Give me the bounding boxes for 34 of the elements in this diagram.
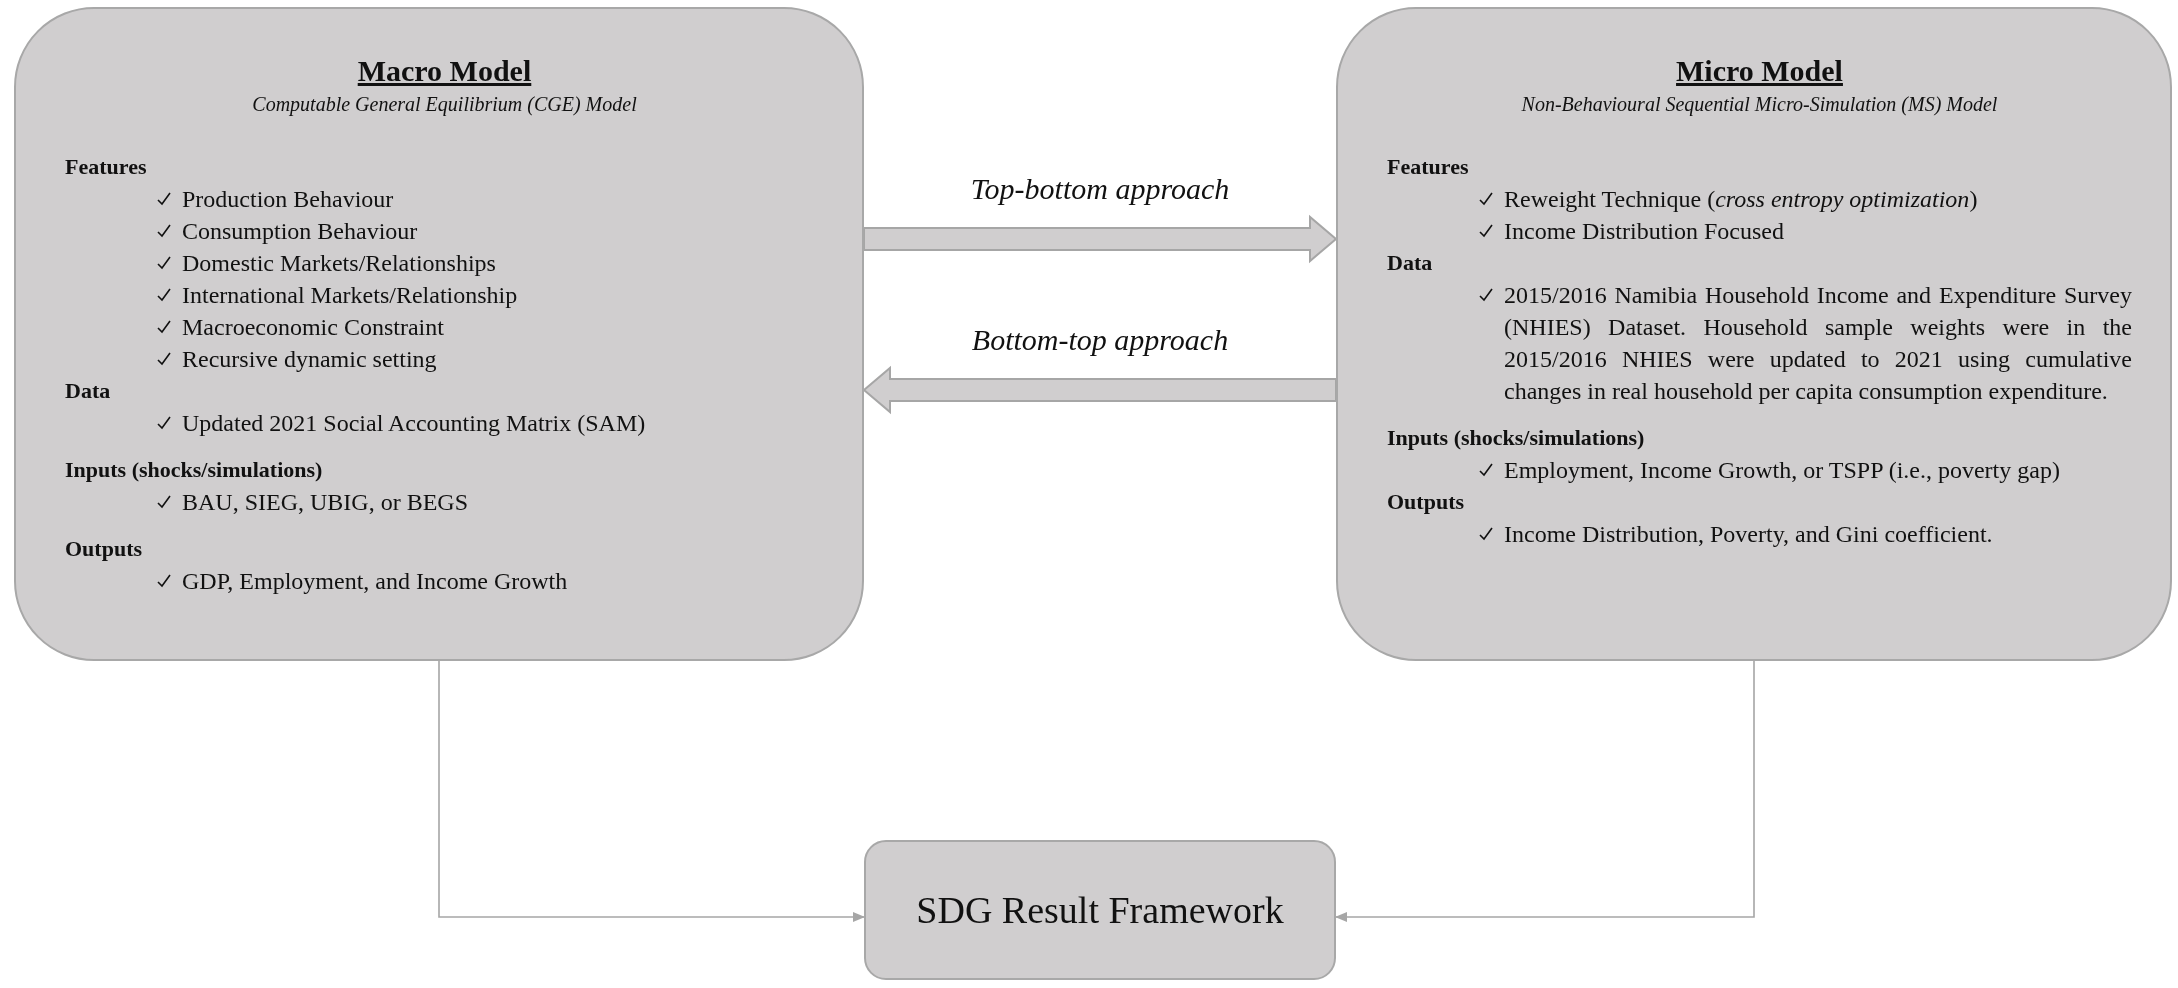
section-heading: Outputs [65, 535, 144, 563]
section-heading: Data [1387, 249, 1434, 277]
result-box [864, 840, 1336, 980]
list-item-text: Recursive dynamic setting [182, 345, 437, 374]
model-panel [1336, 7, 2172, 661]
section-heading: Features [1387, 153, 1470, 181]
list-item-text: Macroeconomic Constraint [182, 313, 444, 342]
block-arrow [863, 214, 1338, 264]
section-heading: Data [65, 377, 112, 405]
block-arrow [862, 365, 1337, 415]
panel-subtitle: Computable General Equilibrium (CGE) Model [251, 92, 638, 118]
list-item-text: Updated 2021 Social Accounting Matrix (SAM) [182, 409, 646, 438]
list-item-text: Employment, Income Growth, or TSPP (i.e., poverty gap) [1504, 456, 2060, 485]
list-item-text: BAU, SIEG, UBIG, or BEGS [182, 488, 468, 517]
list-item-text: Production Behaviour [182, 185, 394, 214]
list-item-text: Reweight Technique (cross entropy optimization) [1504, 185, 1978, 214]
connector-arrow [1335, 660, 1755, 922]
list-item-text: Income Distribution Focused [1504, 217, 1784, 246]
connector-arrow [438, 660, 865, 922]
section-heading: Inputs (shocks/simulations) [65, 456, 324, 484]
list-item-text: 2015/2016 Namibia Household Income and Expenditure Survey (NHIES) Dataset. Household sample weights were in the 2015/2016 NHIES were updated to 2021 using cumulative changes in real household per capita consumption expenditure. [1504, 281, 2132, 406]
panel-subtitle: Non-Behavioural Sequential Micro-Simulation (MS) Model [1520, 92, 1999, 118]
list-item-text: Consumption Behaviour [182, 217, 418, 246]
list-item-text: Income Distribution, Poverty, and Gini coefficient. [1504, 520, 1993, 549]
panel-title: Macro Model [356, 53, 533, 89]
model-panel [14, 7, 864, 661]
list-item-text: GDP, Employment, and Income Growth [182, 567, 568, 596]
list-item-text: International Markets/Relationship [182, 281, 518, 310]
box-text: SDG Result Framework [916, 887, 1284, 933]
section-heading: Features [65, 153, 148, 181]
list-item-text: Domestic Markets/Relationships [182, 249, 496, 278]
panel-title: Micro Model [1675, 53, 1844, 89]
section-heading: Inputs (shocks/simulations) [1387, 424, 1646, 452]
section-heading: Outputs [1387, 488, 1466, 516]
